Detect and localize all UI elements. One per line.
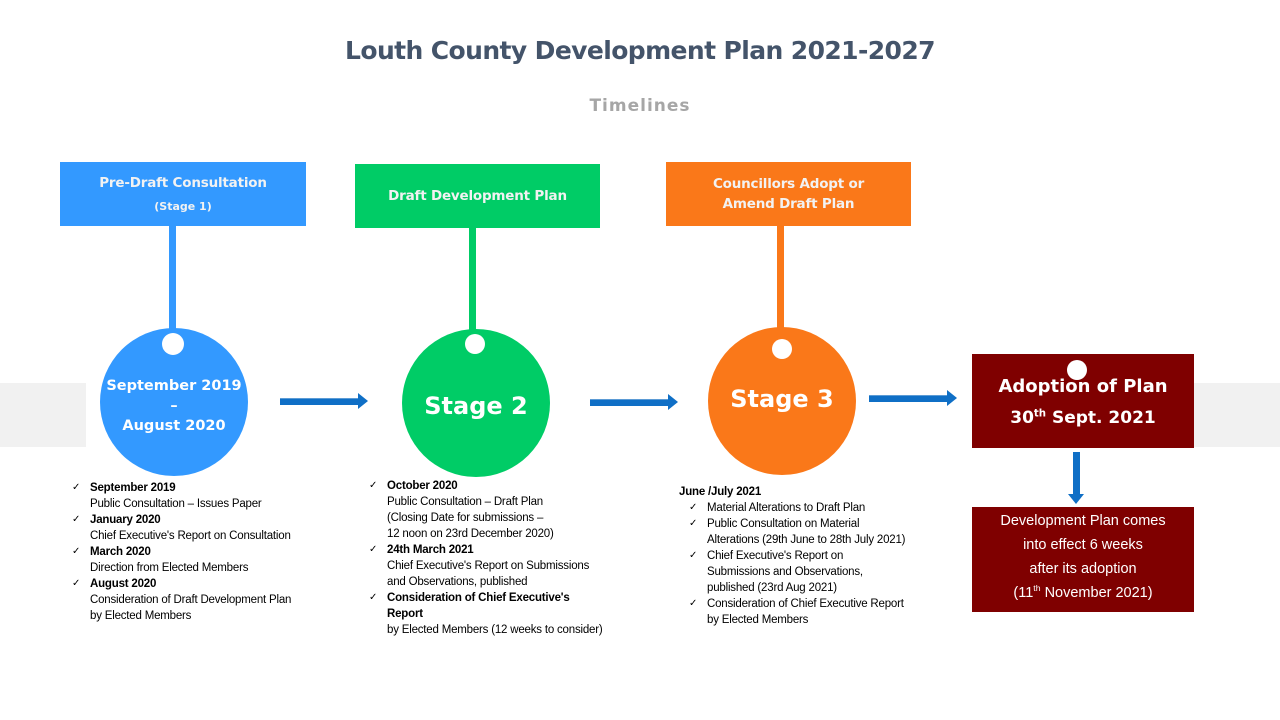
adoption-box: Adoption of Plan 30th Sept. 2021 (972, 354, 1194, 448)
check-icon: ✓ (72, 578, 81, 589)
list-item: ✓ Public Consultation on Material Altera… (689, 518, 906, 546)
list-item: ✓ Consideration of Chief Executive's Rep… (369, 592, 603, 636)
effect-line1: Development Plan comes (1000, 513, 1166, 529)
list-item: ✓ Chief Executive's Report on Submission… (689, 550, 863, 594)
check-icon: ✓ (369, 592, 378, 603)
stage3-connector (777, 226, 784, 332)
timeline-band-left (0, 383, 86, 447)
stage3-milestone-list: June /July 2021 ✓ Material Alterations t… (679, 484, 959, 628)
list-item: ✓ October 2020 Public Consultation – Dra… (369, 480, 554, 540)
stage1-circle-dot-icon (162, 333, 184, 355)
adoption-dot-icon (1067, 360, 1087, 380)
check-icon: ✓ (72, 514, 81, 525)
effect-box: Development Plan comes into effect 6 wee… (972, 507, 1194, 612)
check-icon: ✓ (689, 518, 698, 529)
arrow-down-icon (1068, 452, 1089, 506)
stage1-milestone-list: ✓ September 2019 Public Consultation – I… (72, 480, 342, 624)
page-subtitle: Timelines (589, 96, 691, 116)
stage3-circle-dot-icon (772, 339, 792, 359)
arrow-right-icon (280, 393, 368, 409)
stage3-header-box: Councillors Adopt or Amend Draft Plan (666, 162, 911, 226)
stage2-header-title: Draft Development Plan (388, 188, 567, 204)
effect-line2: into effect 6 weeks (1023, 537, 1143, 553)
stage3-list-heading: June /July 2021 (679, 486, 762, 498)
stage1-circle-dash: – (170, 398, 178, 414)
list-item: ✓ September 2019 Public Consultation – I… (72, 482, 262, 510)
page-title: Louth County Development Plan 2021-2027 (345, 36, 935, 65)
stage1-connector (169, 226, 176, 332)
effect-line4: (11th November 2021) (1013, 583, 1153, 601)
stage1-header-subtitle: (Stage 1) (154, 200, 212, 213)
check-icon: ✓ (72, 546, 81, 557)
effect-line3: after its adoption (1029, 561, 1137, 577)
adoption-date: 30th Sept. 2021 (1010, 408, 1156, 428)
list-item: ✓ January 2020 Chief Executive's Report … (72, 514, 291, 542)
stage2-header-box: Draft Development Plan (355, 164, 600, 228)
stage1-header-box: Pre-Draft Consultation (Stage 1) (60, 162, 306, 226)
adoption-title: Adoption of Plan (998, 376, 1168, 397)
list-item: ✓ August 2020 Consideration of Draft Dev… (72, 578, 292, 622)
check-icon: ✓ (369, 544, 378, 555)
check-icon: ✓ (72, 482, 81, 493)
check-icon: ✓ (689, 550, 698, 561)
check-icon: ✓ (689, 502, 698, 513)
stage1-header-title: Pre-Draft Consultation (99, 175, 267, 191)
stage1-circle-start: September 2019 (106, 378, 242, 394)
stage3-header-line1: Councillors Adopt or (712, 176, 865, 192)
arrow-right-icon (869, 390, 957, 406)
stage3-circle-label: Stage 3 (730, 385, 834, 413)
stage2-milestone-list: ✓ October 2020 Public Consultation – Dra… (369, 478, 639, 638)
check-icon: ✓ (369, 480, 378, 491)
arrow-right-icon (590, 394, 678, 410)
list-item: ✓ March 2020 Direction from Elected Memb… (72, 546, 249, 574)
timeline-band-right (1194, 383, 1280, 447)
stage1-circle-end: August 2020 (122, 418, 226, 434)
stage2-circle-label: Stage 2 (424, 392, 528, 420)
list-item: ✓ Consideration of Chief Executive Repor… (689, 598, 904, 626)
stage3-header-line2: Amend Draft Plan (722, 196, 855, 212)
check-icon: ✓ (689, 598, 698, 609)
stage2-circle-dot-icon (465, 334, 485, 354)
list-item: ✓ Material Alterations to Draft Plan (689, 502, 866, 514)
stage2-connector (469, 228, 476, 332)
list-item: ✓ 24th March 2021 Chief Executive's Repo… (369, 544, 590, 588)
